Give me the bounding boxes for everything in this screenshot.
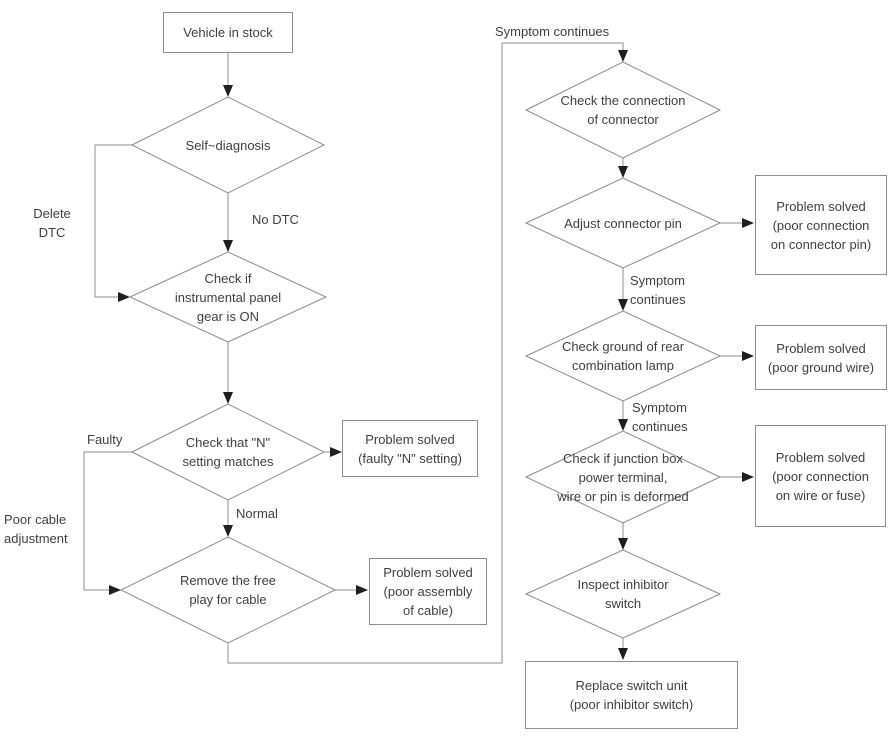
edge-label-normal: Normal — [236, 506, 278, 521]
diamond-check-ground — [524, 310, 722, 402]
node-vehicle-in-stock: Vehicle in stock — [163, 12, 293, 53]
edge-label-delete-dtc: Delete DTC — [33, 206, 71, 240]
node-problem-solved-ground: Problem solved (poor ground wire) — [755, 325, 887, 390]
diamond-adjust-connector-pin — [524, 177, 722, 269]
diamond-self-diagnosis — [130, 96, 326, 194]
diamond-remove-free-play — [119, 536, 337, 644]
edge-label-faulty: Faulty — [87, 432, 123, 447]
node-problem-solved-pin: Problem solved (poor connection on conne… — [755, 175, 887, 275]
node-replace-switch-unit: Replace switch unit (poor inhibitor swit… — [525, 661, 738, 729]
node-problem-solved-cable: Problem solved (poor assembly of cable) — [369, 558, 487, 625]
edge-label-symptom-continues-1: Symptom continues — [630, 273, 686, 307]
edge-label-poor-cable-adjustment: Poor cable adjustment — [4, 512, 68, 546]
edge-faulty-loop — [83, 451, 132, 595]
diamond-check-n-setting — [130, 403, 326, 501]
edge-delete-dtc-loop — [94, 144, 132, 302]
diamond-check-instrument-panel — [128, 251, 328, 343]
diamond-check-junction-box — [524, 430, 722, 524]
node-problem-solved-n-setting: Problem solved (faulty "N" setting) — [342, 420, 478, 477]
edge-label-no-dtc: No DTC — [252, 212, 299, 227]
diamond-inspect-inhibitor — [524, 549, 722, 639]
diamond-check-connector — [524, 61, 722, 159]
edge-symptom-continues-long — [227, 42, 628, 664]
node-problem-solved-fuse: Problem solved (poor connection on wire … — [755, 425, 886, 527]
edge-label-symptom-continues-top: Symptom continues — [495, 24, 610, 39]
edge-label-symptom-continues-2: Symptom continues — [632, 400, 688, 434]
